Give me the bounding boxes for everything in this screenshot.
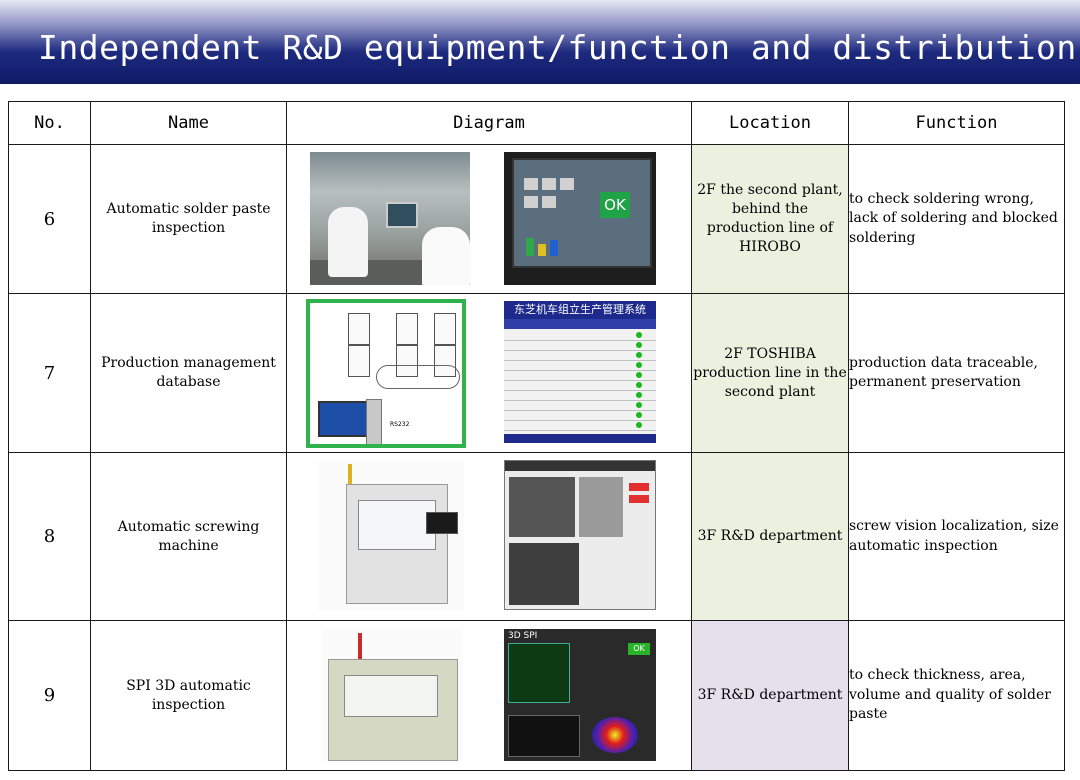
equipment-name: Production management database [90,293,287,453]
spi-title: 3D SPI [508,631,538,641]
row-number: 6 [8,144,91,294]
equipment-name: Automatic screwing machine [90,452,287,621]
row-number: 9 [8,620,91,771]
row-number: 8 [8,452,91,621]
function-text: screw vision localization, size automati… [849,518,1059,554]
screwing-machine-image [318,460,464,610]
spi-machine-image [322,629,462,761]
equipment-name: Automatic solder paste inspection [90,144,287,294]
ok-indicator: OK [600,192,630,218]
computer-icon [318,401,368,437]
location-cell: 3F R&D department [691,452,849,621]
function-cell: production data traceable, permanent pre… [848,293,1065,453]
column-header-name: Name [90,101,287,145]
function-cell: to check thickness, area, volume and qua… [848,620,1065,771]
function-cell: to check soldering wrong, lack of solder… [848,144,1065,294]
mes-screen: 东芝机车组立生产管理系统 [504,301,656,443]
function-text: production data traceable, permanent pre… [849,354,1038,391]
diagram-cell: OK [286,144,692,294]
location-cell: 2F TOSHIBA production line in the second… [691,293,849,453]
table-row: 8 Automatic screwing machine 3F R&D depa… [8,452,1065,621]
production-line-photo [310,152,470,285]
ok-indicator: OK [628,643,650,655]
location-cell: 3F R&D department [691,620,849,771]
location-cell: 2F the second plant, behind the producti… [691,144,849,294]
column-header-location: Location [691,101,849,145]
column-header-diagram: Diagram [286,101,692,145]
row-number: 7 [8,293,91,453]
function-text: to check thickness, area, volume and qua… [849,667,1051,723]
table-row: 9 SPI 3D automatic inspection 3D SPI OK … [8,620,1065,771]
table-row: 6 Automatic solder paste inspection OK [8,144,1065,294]
diagram-cell: RS232 东芝机车组立生产管理系统 [286,293,692,453]
column-header-function: Function [848,101,1065,145]
spi-software-screen: 3D SPI OK [504,629,656,761]
rs232-label: RS232 [390,421,410,428]
diagram-cell: 3D SPI OK [286,620,692,771]
equipment-name: SPI 3D automatic inspection [90,620,287,771]
network-diagram: RS232 [306,299,466,448]
column-header-no: No. [8,101,91,145]
title-banner: Independent R&D equipment/function and d… [0,0,1080,84]
table-row: 7 Production management database RS232 东… [8,293,1065,453]
screwing-software-screen [504,460,656,610]
inspection-monitor-photo: OK [504,152,656,285]
page-title: Independent R&D equipment/function and d… [38,28,1077,67]
function-text: to check soldering wrong, lack of solder… [849,190,1058,246]
table-header-row: No. Name Diagram Location Function [8,101,1065,145]
function-cell: screw vision localization, size automati… [848,452,1065,621]
diagram-cell [286,452,692,621]
mes-title: 东芝机车组立生产管理系统 [504,301,656,319]
equipment-table: No. Name Diagram Location Function 6 Aut… [8,101,1065,771]
